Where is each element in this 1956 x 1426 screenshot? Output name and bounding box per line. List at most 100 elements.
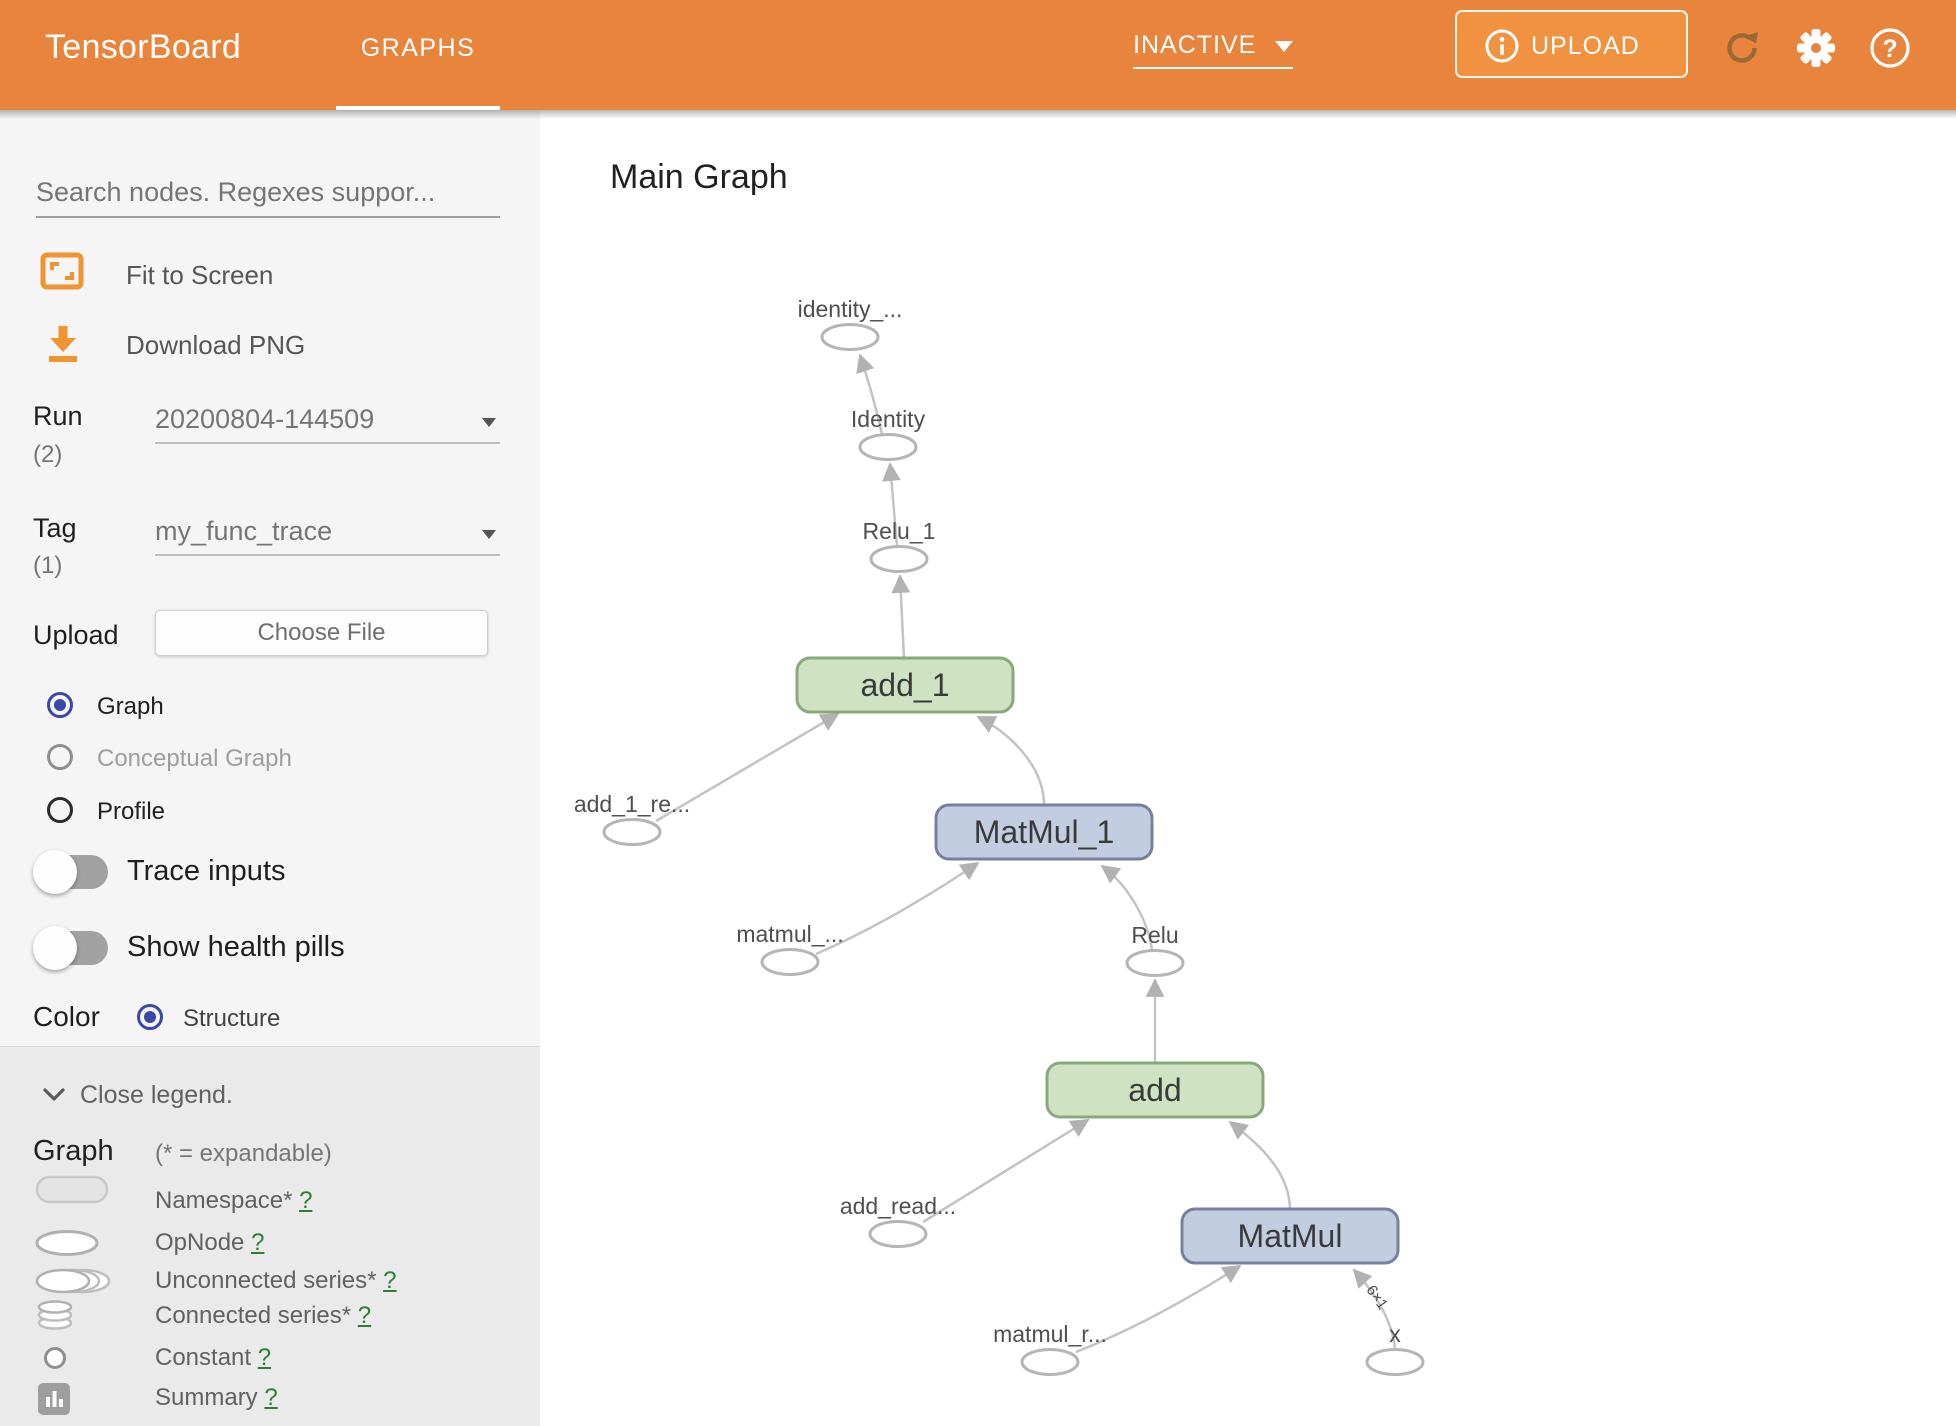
close-legend-button[interactable]: Close legend. bbox=[0, 1079, 540, 1113]
search-input[interactable] bbox=[36, 168, 500, 218]
node-label: matmul_r... bbox=[993, 1321, 1107, 1347]
op-group-box bbox=[934, 803, 1154, 861]
help-link[interactable]: ? bbox=[383, 1267, 397, 1294]
graph-node-matmul_dots[interactable]: matmul_... bbox=[736, 921, 844, 976]
op-node-ellipse bbox=[820, 323, 880, 351]
radio-profile-label: Profile bbox=[97, 798, 166, 825]
op-group-box bbox=[1180, 1207, 1400, 1265]
gear-icon[interactable] bbox=[1794, 26, 1838, 70]
graph-node-MatMul[interactable]: MatMul bbox=[1180, 1207, 1400, 1265]
upload-button-label: UPLOAD bbox=[1531, 32, 1640, 60]
toggle-knob bbox=[33, 926, 77, 970]
graph-edge-matmul_dots-to-MatMul_1 bbox=[815, 861, 980, 956]
show-health-pills-label: Show health pills bbox=[127, 931, 345, 963]
help-link[interactable]: ? bbox=[299, 1187, 313, 1214]
info-icon bbox=[1485, 29, 1519, 63]
constant-icon bbox=[44, 1347, 66, 1369]
namespace-icon bbox=[35, 1175, 109, 1204]
download-icon bbox=[49, 326, 77, 362]
radio-profile[interactable]: Profile bbox=[0, 797, 540, 827]
summary-icon bbox=[38, 1383, 70, 1415]
radio-profile-circle bbox=[47, 797, 73, 823]
legend-item-label: Unconnected series* ? bbox=[155, 1267, 397, 1294]
unconnected-series-icon bbox=[35, 1268, 111, 1294]
radio-graph-circle bbox=[47, 692, 73, 718]
radio-structure[interactable] bbox=[137, 1004, 163, 1030]
graph-node-Identity[interactable]: Identity bbox=[851, 406, 926, 461]
graph-node-matmul_r[interactable]: matmul_r... bbox=[993, 1321, 1107, 1376]
op-group-box bbox=[1045, 1061, 1265, 1119]
upload-button[interactable]: UPLOAD bbox=[1455, 10, 1688, 78]
radio-conceptual-graph[interactable]: Conceptual Graph bbox=[0, 744, 540, 774]
tab-graphs[interactable]: GRAPHS bbox=[336, 0, 500, 110]
fit-to-screen-label: Fit to Screen bbox=[126, 260, 274, 290]
op-group-box bbox=[795, 656, 1015, 714]
radio-graph[interactable]: Graph bbox=[0, 692, 540, 722]
legend-header: Graph bbox=[33, 1135, 114, 1167]
node-label: matmul_... bbox=[736, 921, 843, 947]
node-label: x bbox=[1389, 1321, 1401, 1347]
fit-to-screen-button[interactable]: Fit to Screen bbox=[0, 248, 540, 300]
download-png-button[interactable]: Download PNG bbox=[0, 318, 540, 370]
graph-node-x[interactable]: x bbox=[1365, 1321, 1425, 1376]
help-link[interactable]: ? bbox=[357, 1302, 372, 1329]
opnode-icon bbox=[35, 1230, 99, 1256]
graph-node-Relu[interactable]: Relu bbox=[1125, 922, 1185, 977]
show-health-pills-toggle[interactable] bbox=[33, 926, 110, 970]
choose-file-button[interactable]: Choose File bbox=[155, 610, 488, 656]
help-link[interactable]: ? bbox=[264, 1384, 278, 1411]
op-node-ellipse bbox=[1125, 949, 1185, 977]
legend-item-label: Constant ? bbox=[155, 1344, 272, 1371]
graph-edge-Relu_1-to-Identity bbox=[882, 462, 901, 547]
graph-edge-MatMul-to-add bbox=[1228, 1120, 1292, 1211]
graph-edge-Relu-to-MatMul_1 bbox=[1100, 864, 1154, 951]
run-dropdown-value: 20200804-144509 bbox=[155, 404, 375, 434]
graph-edge-x-to-MatMul bbox=[1352, 1268, 1397, 1351]
graph-node-MatMul_1[interactable]: MatMul_1 bbox=[934, 803, 1154, 861]
fit-to-screen-icon bbox=[40, 252, 84, 290]
status-dropdown[interactable]: INACTIVE bbox=[1133, 0, 1293, 80]
run-dropdown[interactable]: 20200804-144509 bbox=[155, 398, 500, 444]
op-node-ellipse bbox=[760, 948, 820, 976]
op-node-ellipse bbox=[1020, 1348, 1080, 1376]
graph-edge-MatMul_1-to-add_1 bbox=[976, 715, 1046, 806]
graph-node-add_1[interactable]: add_1 bbox=[795, 656, 1015, 714]
tag-label: Tag bbox=[33, 513, 77, 543]
graph-node-identity_dots[interactable]: identity_... bbox=[798, 296, 903, 351]
run-label: Run bbox=[33, 401, 83, 431]
graph-node-add_1_re[interactable]: add_1_re... bbox=[574, 791, 690, 846]
graph-edges: 6×1 bbox=[655, 353, 1397, 1354]
radio-conceptual-label: Conceptual Graph bbox=[97, 745, 292, 772]
node-label: add_1_re... bbox=[574, 791, 690, 817]
svg-text:?: ? bbox=[1882, 35, 1897, 63]
help-link[interactable]: ? bbox=[257, 1344, 272, 1371]
upload-section-label: Upload bbox=[33, 620, 119, 650]
node-label: Relu_1 bbox=[863, 518, 936, 544]
page-title: Main Graph bbox=[610, 158, 788, 196]
radio-conceptual-circle bbox=[47, 744, 73, 770]
sidebar: Fit to Screen Download PNG Run (2) 20200… bbox=[0, 110, 540, 1426]
graph-node-add[interactable]: add bbox=[1045, 1061, 1265, 1119]
help-icon[interactable]: ? bbox=[1868, 26, 1912, 70]
trace-inputs-toggle[interactable] bbox=[33, 850, 110, 894]
connected-series-icon bbox=[37, 1300, 73, 1330]
tag-dropdown-value: my_func_trace bbox=[155, 516, 333, 546]
graph-node-add_read[interactable]: add_read... bbox=[840, 1193, 956, 1248]
graph-node-Relu_1[interactable]: Relu_1 bbox=[863, 518, 936, 573]
help-link[interactable]: ? bbox=[251, 1229, 265, 1256]
tag-dropdown[interactable]: my_func_trace bbox=[155, 510, 500, 556]
legend-note: (* = expandable) bbox=[155, 1140, 332, 1167]
graph-edge-add_1_re-to-add_1 bbox=[655, 712, 840, 823]
node-label: add bbox=[1128, 1072, 1181, 1108]
node-label: add_read... bbox=[840, 1193, 956, 1219]
node-label: MatMul_1 bbox=[974, 814, 1115, 850]
legend-item-label: Connected series* ? bbox=[155, 1302, 372, 1329]
refresh-icon[interactable] bbox=[1720, 26, 1764, 70]
close-legend-label: Close legend. bbox=[80, 1081, 233, 1109]
radio-structure-label: Structure bbox=[183, 1005, 281, 1032]
node-label: MatMul bbox=[1238, 1218, 1343, 1254]
op-node-ellipse bbox=[602, 818, 662, 846]
chevron-down-icon bbox=[1275, 41, 1293, 52]
